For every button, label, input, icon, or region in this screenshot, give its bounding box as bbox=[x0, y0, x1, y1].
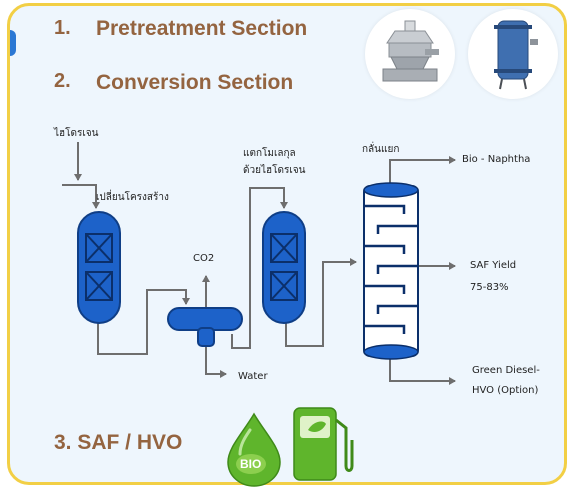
distillation-column bbox=[363, 182, 419, 360]
filter-press-icon bbox=[494, 20, 538, 90]
filter-press-photo bbox=[468, 9, 558, 99]
hydrocracking-reactor bbox=[262, 211, 306, 324]
accent-tab bbox=[10, 30, 16, 56]
fuel-pump-icon bbox=[293, 407, 354, 481]
section-3-title: 3. SAF / HVO bbox=[54, 431, 183, 454]
reactor1-to-separator-line bbox=[97, 289, 190, 355]
section-1-number: 1. bbox=[54, 17, 71, 39]
bio-naphtha-label: Bio - Naphtha bbox=[462, 154, 531, 165]
co2-label: CO2 bbox=[193, 253, 215, 264]
co2-water-separator bbox=[167, 307, 243, 347]
section-1-title: Pretreatment Section bbox=[96, 17, 308, 40]
green-diesel-label: Green Diesel- bbox=[472, 365, 540, 376]
isomerization-reactor bbox=[77, 211, 121, 324]
centrifuge-icon bbox=[382, 20, 439, 82]
hydrogen-label: ไฮโดรเจน bbox=[54, 128, 99, 139]
saf-yield-label: SAF Yield bbox=[470, 260, 517, 271]
saf-percent-label: 75-83% bbox=[470, 282, 509, 293]
water-label: Water bbox=[238, 371, 268, 382]
feed-arrow bbox=[62, 184, 100, 209]
bio-droplet-icon bbox=[227, 412, 281, 487]
bio-badge-text: BIO bbox=[240, 457, 262, 471]
reactor2-to-column-line bbox=[285, 258, 357, 347]
isomerization-label: เปลี่ยนโครงสร้าง bbox=[96, 192, 169, 203]
section-2-number: 2. bbox=[54, 70, 71, 92]
naphtha-arrow bbox=[389, 156, 456, 186]
distillation-label: กลั่นแยก bbox=[362, 144, 400, 155]
cracking-label-line2: ด้วยไฮโดรเจน bbox=[243, 165, 306, 176]
cracking-label-line1: แตกโมเลกุล bbox=[243, 148, 296, 159]
separator-to-reactor2-line bbox=[231, 187, 288, 349]
diesel-arrow bbox=[389, 354, 456, 385]
centrifuge-photo bbox=[365, 9, 455, 99]
section-2-title: Conversion Section bbox=[96, 71, 294, 94]
hvo-option-label: HVO (Option) bbox=[472, 385, 539, 396]
water-arrow bbox=[205, 344, 227, 378]
